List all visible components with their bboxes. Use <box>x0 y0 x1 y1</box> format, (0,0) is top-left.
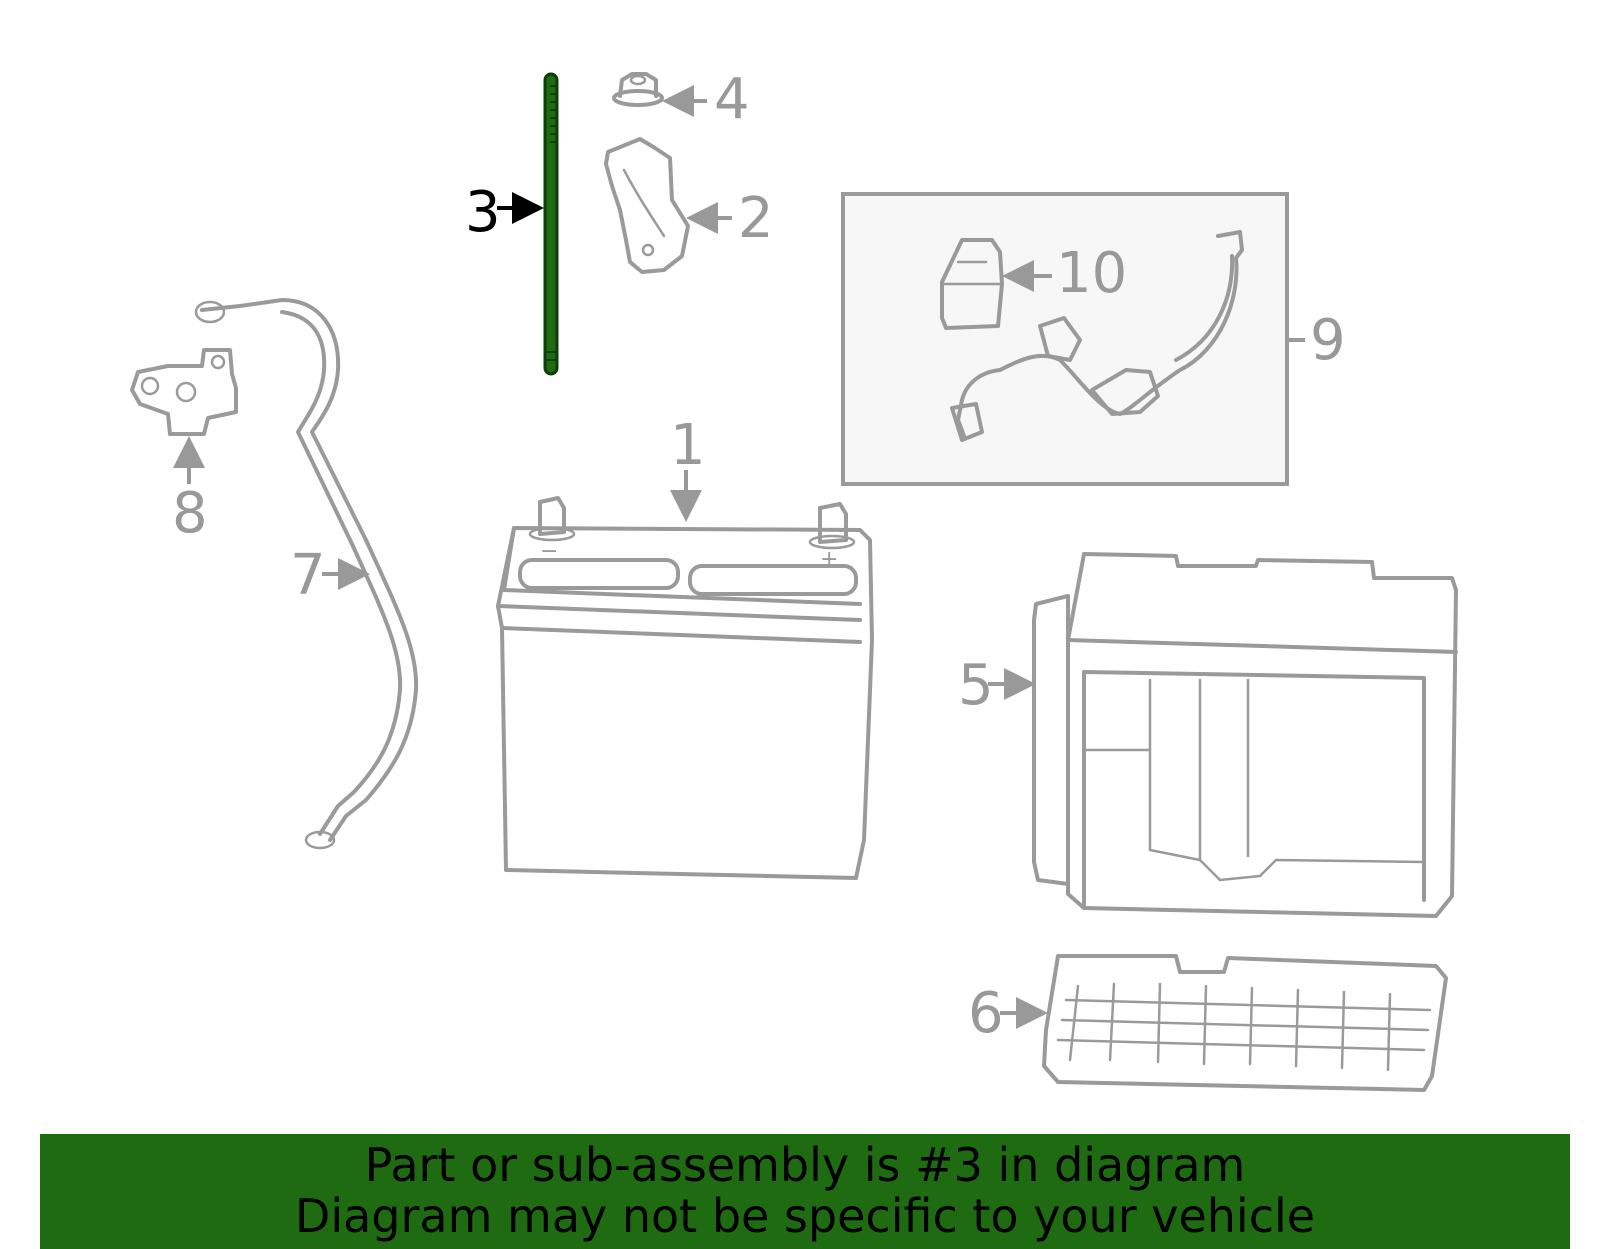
part-9-positive-cable[interactable] <box>950 230 1244 442</box>
callout-1[interactable]: 1 <box>670 413 706 478</box>
footer-banner: Part or sub-assembly is #3 in diagram Di… <box>40 1134 1570 1249</box>
callout-6[interactable]: 6 <box>968 981 1004 1046</box>
callout-8[interactable]: 8 <box>172 481 208 546</box>
svg-text:−: − <box>540 539 558 564</box>
callout-7[interactable]: 7 <box>290 543 326 608</box>
callout-4[interactable]: 4 <box>714 67 750 132</box>
part-1-battery[interactable]: − + <box>496 496 874 880</box>
part-3-hold-down-rod[interactable] <box>543 72 559 376</box>
callout-2[interactable]: 2 <box>738 186 774 251</box>
callout-5[interactable]: 5 <box>958 653 994 718</box>
callout-3[interactable]: 3 <box>465 180 501 245</box>
part-2-bracket[interactable] <box>604 137 690 274</box>
part-5-battery-tray[interactable] <box>1032 552 1458 918</box>
footer-line-1: Part or sub-assembly is #3 in diagram <box>364 1138 1246 1192</box>
part-4-nut[interactable] <box>612 72 664 107</box>
footer-line-2: Diagram may not be specific to your vehi… <box>294 1189 1316 1243</box>
part-8-bracket[interactable] <box>130 348 238 436</box>
callout-9[interactable]: 9 <box>1310 308 1346 373</box>
callout-10[interactable]: 10 <box>1056 241 1127 306</box>
part-6-tray-insert[interactable] <box>1042 954 1448 1092</box>
svg-text:+: + <box>820 547 838 572</box>
